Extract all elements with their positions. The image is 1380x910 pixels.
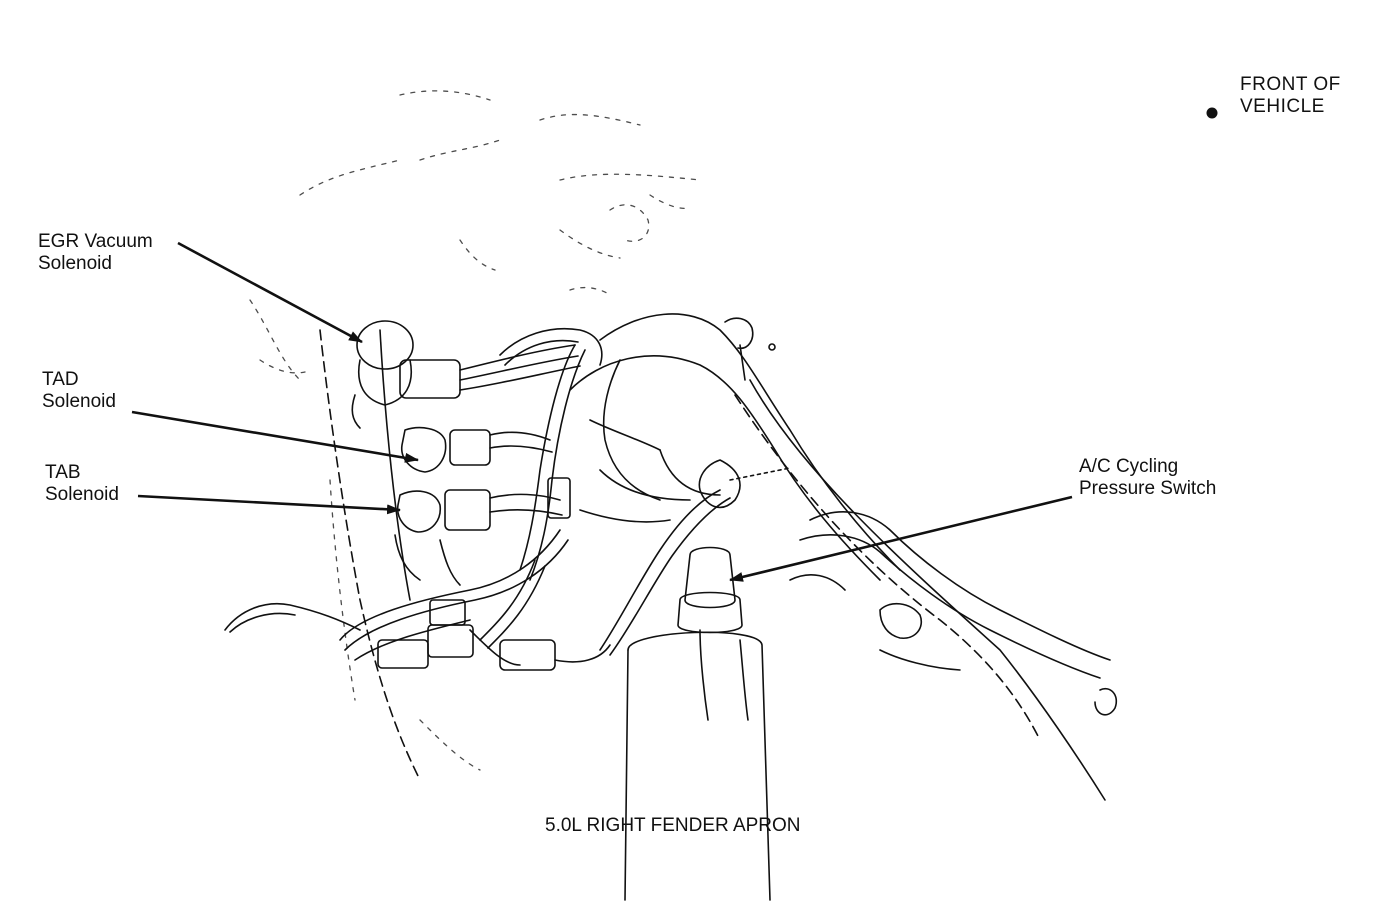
tad-arrow: [131, 410, 419, 463]
egr-arrow: [177, 241, 363, 344]
callout-arrows: [131, 241, 1073, 582]
lower-wire-bundle: [224, 529, 611, 671]
ac-label-line1: A/C Cycling: [1079, 456, 1179, 477]
ac-arrow: [729, 495, 1073, 582]
right-side-hoses: [789, 511, 1118, 716]
ac-line: [599, 467, 791, 656]
tab-label-line2: Solenoid: [45, 484, 119, 505]
front-label-line2: VEHICLE: [1240, 96, 1325, 117]
ac-label-line2: Pressure Switch: [1079, 478, 1217, 499]
main-harness-loom: [569, 313, 901, 581]
vacuum-hoses-upper: [499, 327, 603, 581]
front-direction-dot: [1206, 107, 1218, 119]
diagram-caption: 5.0L RIGHT FENDER APRON: [545, 815, 801, 836]
egr-vacuum-solenoid-label: EGR Vacuum Solenoid: [38, 231, 153, 275]
tad-label-line2: Solenoid: [42, 391, 116, 412]
tad-tab-solenoid-shapes: [394, 426, 571, 586]
fender-apron-edges: [319, 329, 1106, 801]
front-label-line1: FRONT OF: [1240, 74, 1341, 95]
front-of-vehicle-label: FRONT OF VEHICLE: [1240, 74, 1341, 118]
tab-label-line1: TAB: [45, 462, 81, 483]
mount-bracket: [724, 317, 776, 381]
egr-label-line2: Solenoid: [38, 253, 112, 274]
tab-solenoid-label: TAB Solenoid: [45, 462, 119, 506]
ac-accumulator-shape: [624, 546, 771, 901]
tab-arrow: [137, 494, 401, 515]
egr-solenoid-shape: [351, 320, 581, 429]
ac-cycling-pressure-switch-label: A/C Cycling Pressure Switch: [1079, 456, 1216, 500]
egr-label-line1: EGR Vacuum: [38, 231, 153, 252]
tad-solenoid-label: TAD Solenoid: [42, 369, 116, 413]
tad-label-line1: TAD: [42, 369, 79, 390]
background-engine-sketch: [249, 90, 701, 771]
